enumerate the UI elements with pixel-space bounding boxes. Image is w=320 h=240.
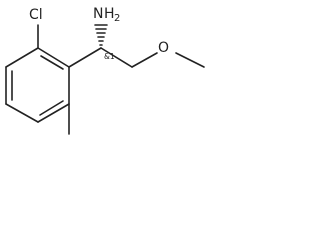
ring-double-bond-inner-bottom <box>39 100 64 116</box>
ring-bond-c3-c4 <box>5 103 39 123</box>
bond-oxygen-methyl <box>175 52 205 68</box>
amine-hydrogen-count: 2 <box>114 13 120 24</box>
hashed-wedge-bond <box>94 24 108 46</box>
bond-chiral-carbon-ch2 <box>100 47 133 68</box>
ring-double-bond-inner-top <box>40 55 64 70</box>
bond-ch2-oxygen <box>131 52 158 68</box>
ring-bond-c6-c1 <box>37 47 70 68</box>
amine-hydrogen-label: H <box>104 6 115 22</box>
oxygen-label: O <box>158 40 169 56</box>
ring-bond-c1-c2 <box>5 47 39 68</box>
chemical-structure-diagram: Cl N H 2 &1 O <box>5 6 205 135</box>
amine-nitrogen-label: N <box>93 6 103 22</box>
stereo-descriptor-label: &1 <box>104 52 115 61</box>
bond-ring-chiral-carbon <box>68 47 102 68</box>
chlorine-label: Cl <box>29 7 43 23</box>
ring-bond-c4-c5 <box>37 103 70 123</box>
benzene-ring <box>5 47 70 123</box>
